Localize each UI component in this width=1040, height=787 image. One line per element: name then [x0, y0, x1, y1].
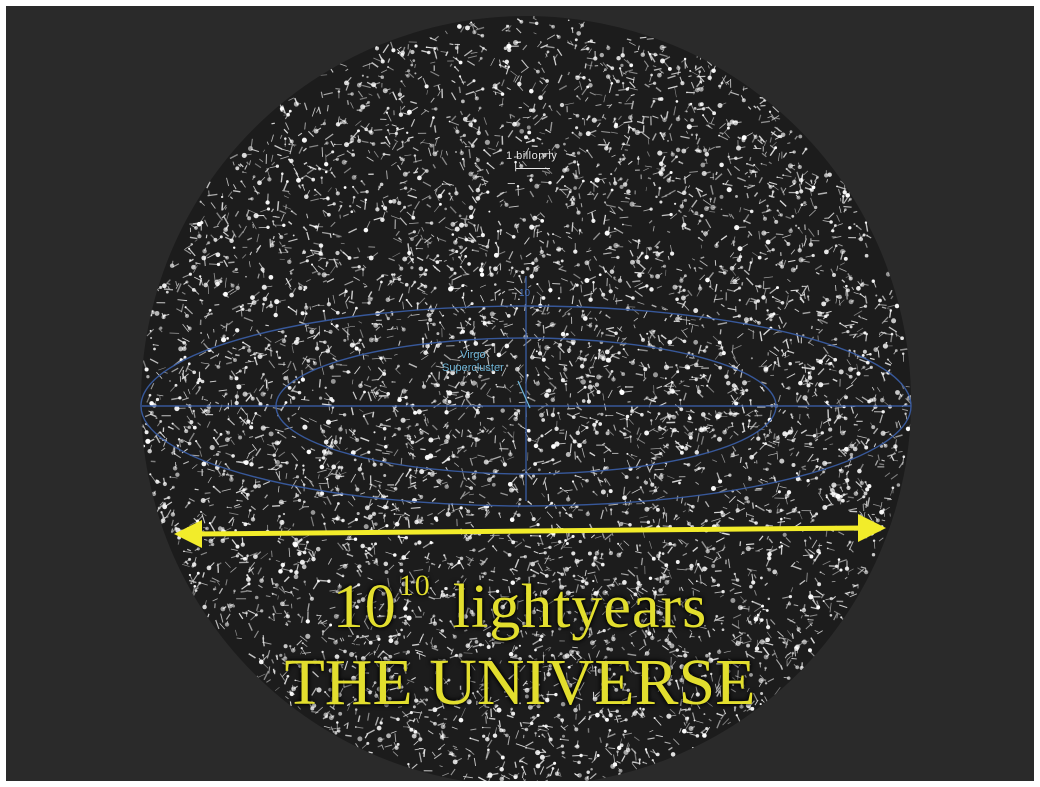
double-headed-arrow-icon [174, 514, 886, 548]
axis-tag: 10 [519, 288, 531, 299]
size-unit: lightyears [452, 573, 708, 641]
scale-marker-label: 1 billon ly [506, 150, 558, 162]
galaxy-web-texture [141, 16, 911, 781]
cluster-label-line2: Supercluster [442, 362, 504, 374]
size-exponent: 10 [398, 569, 431, 602]
size-caption: 1010 lightyears [6, 569, 1034, 642]
scale-marker-bar [516, 168, 550, 169]
cluster-label-line1: Virgo [460, 349, 486, 361]
universe-sphere [140, 16, 912, 781]
universe-title: THE UNIVERSE [284, 646, 756, 719]
cluster-pointer [517, 380, 531, 409]
virgo-supercluster-label: Virgo Supercluster [442, 349, 504, 375]
coordinate-grid [140, 276, 912, 507]
size-base: 10 [332, 573, 397, 641]
